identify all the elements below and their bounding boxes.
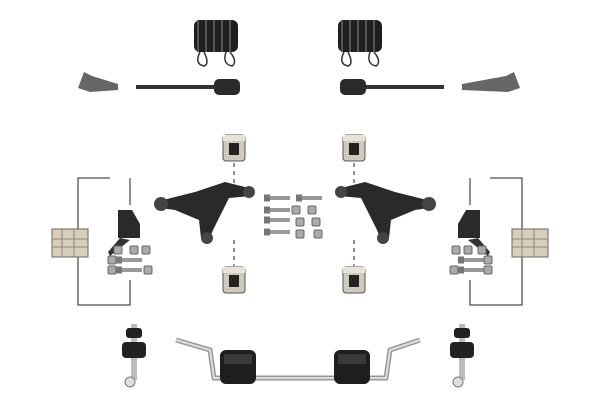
bolt-kit-right xyxy=(449,245,493,275)
tie-rod-end-left xyxy=(78,72,118,92)
stabilizer-link-right xyxy=(449,323,475,388)
inner-tie-rod-left xyxy=(136,79,240,95)
control-arm-bushing-upper-left xyxy=(222,134,246,162)
sway-bar-bushing-left xyxy=(220,350,256,384)
lower-control-arm-right xyxy=(335,182,436,244)
control-arm-bushing-lower-left xyxy=(222,266,246,294)
sway-bar-bushing-right xyxy=(334,350,370,384)
bracket-line-right xyxy=(469,177,523,306)
control-arm-bushing-upper-right xyxy=(342,134,366,162)
inner-tie-rod-right xyxy=(340,79,444,95)
rubber-mount-right xyxy=(511,228,549,258)
steering-boot-right xyxy=(337,19,383,67)
stabilizer-link-left xyxy=(121,323,147,388)
tie-rod-end-right xyxy=(462,72,520,92)
bracket-line-left xyxy=(77,177,131,306)
rubber-mount-left xyxy=(51,228,89,258)
steering-boot-left xyxy=(193,19,239,67)
lower-control-arm-left xyxy=(154,182,255,244)
bolt-kit-left xyxy=(107,245,153,275)
control-arm-bushing-lower-right xyxy=(342,266,366,294)
bolt-kit-center xyxy=(264,194,323,239)
